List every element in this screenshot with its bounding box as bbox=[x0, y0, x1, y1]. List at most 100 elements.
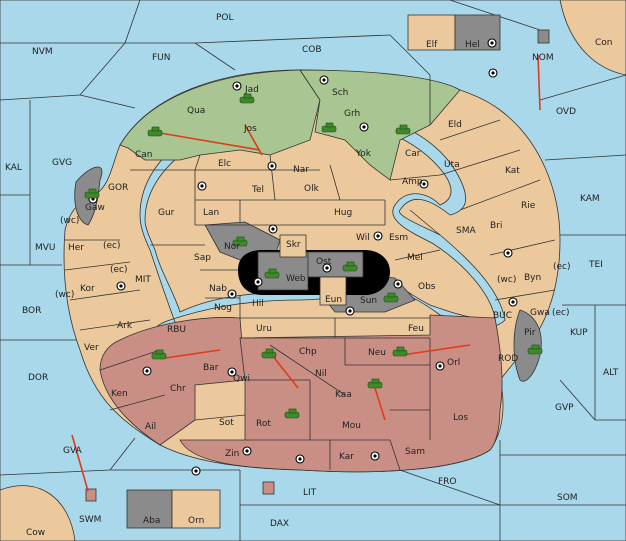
ocean-label-mit: MIT bbox=[135, 275, 151, 285]
territory-label-rot: Rot bbox=[256, 419, 271, 429]
supply-center[interactable] bbox=[488, 68, 498, 78]
supply-center[interactable] bbox=[435, 361, 445, 371]
territory-label-bri: Bri bbox=[490, 221, 502, 231]
territory-label-kaa: Kaa bbox=[335, 390, 352, 400]
ocean-label-sma: SMA bbox=[456, 226, 476, 236]
supply-center[interactable] bbox=[319, 75, 329, 85]
territory-label-chr: Chr bbox=[170, 384, 186, 394]
supply-center[interactable] bbox=[322, 263, 332, 273]
territory-label-ark: Ark bbox=[117, 321, 133, 331]
supply-center[interactable] bbox=[227, 289, 237, 299]
ocean-label-rbu: RBU bbox=[167, 325, 186, 335]
green-northwest[interactable] bbox=[119, 69, 321, 161]
supply-center[interactable] bbox=[116, 281, 126, 291]
supply-centers bbox=[88, 38, 518, 476]
army-unit-icon[interactable] bbox=[239, 93, 255, 104]
ocean-label-fro: FRO bbox=[438, 477, 457, 487]
territory-label-feu: Feu bbox=[408, 324, 424, 334]
army-unit-icon[interactable] bbox=[527, 344, 543, 355]
army-unit-icon[interactable] bbox=[392, 346, 408, 357]
supply-center[interactable] bbox=[142, 366, 152, 376]
supply-center[interactable] bbox=[197, 181, 207, 191]
supply-center[interactable] bbox=[503, 248, 513, 258]
territory-label-mou: Mou bbox=[342, 421, 361, 431]
ocean-label-kam: KAM bbox=[580, 194, 600, 204]
army-unit-icon[interactable] bbox=[264, 268, 280, 279]
ocean-label-nvm: NVM bbox=[32, 47, 53, 57]
army-unit-icon[interactable] bbox=[395, 124, 411, 135]
supply-center[interactable] bbox=[232, 81, 242, 91]
supply-center[interactable] bbox=[253, 277, 263, 287]
territory-skr[interactable] bbox=[279, 234, 307, 258]
ocean-label-alt: ALT bbox=[603, 368, 619, 378]
supply-center[interactable] bbox=[227, 367, 237, 377]
territory-label-zin: Zin bbox=[225, 449, 239, 459]
army-unit-icon[interactable] bbox=[232, 236, 248, 247]
army-unit-icon[interactable] bbox=[383, 292, 399, 303]
ocean-label-buc: BUC bbox=[493, 311, 512, 321]
territory-label-rie: Rie bbox=[521, 201, 536, 211]
territory-label-ost: Ost bbox=[316, 257, 332, 267]
army-unit-icon[interactable] bbox=[84, 188, 100, 199]
territory-label-hil: Hil bbox=[252, 299, 264, 309]
territory-label-sap: Sap bbox=[194, 253, 211, 263]
army-unit-icon[interactable] bbox=[151, 349, 167, 360]
supply-center[interactable] bbox=[295, 454, 305, 464]
supply-center[interactable] bbox=[508, 297, 518, 307]
ocean-label-ovd: OVD bbox=[556, 107, 576, 117]
green-northeast[interactable] bbox=[299, 69, 461, 181]
army-unit-icon[interactable] bbox=[284, 408, 300, 419]
territory-elf[interactable] bbox=[407, 14, 456, 51]
supply-center[interactable] bbox=[359, 122, 369, 132]
order-arrow bbox=[244, 124, 263, 156]
ocean-label-kup: KUP bbox=[570, 328, 588, 338]
supply-center[interactable] bbox=[487, 38, 497, 48]
territory-label-grh: Grh bbox=[344, 109, 360, 119]
ocean-label-cob: COB bbox=[302, 45, 322, 55]
supply-center[interactable] bbox=[373, 231, 383, 241]
ocean-label-bor: BOR bbox=[22, 306, 41, 316]
ocean-label-lit: LIT bbox=[303, 488, 317, 498]
supply-center[interactable] bbox=[268, 224, 278, 234]
territory-label-obs: Obs bbox=[418, 282, 436, 292]
supply-center[interactable] bbox=[191, 466, 201, 476]
territory-web[interactable] bbox=[257, 251, 309, 291]
supply-center[interactable] bbox=[370, 451, 380, 461]
army-unit-icon[interactable] bbox=[367, 378, 383, 389]
territory-eun[interactable] bbox=[319, 276, 347, 306]
territory-label-hug: Hug bbox=[334, 208, 352, 218]
territory-orn[interactable] bbox=[171, 489, 221, 529]
army-unit-icon[interactable] bbox=[147, 126, 163, 137]
red-southwest[interactable] bbox=[99, 317, 246, 446]
territory-label-uta: Uta bbox=[444, 160, 460, 170]
territory-label-orn: Orn bbox=[188, 516, 204, 526]
territory-label-los: Los bbox=[453, 413, 468, 423]
territory-label-tel: Tel bbox=[251, 185, 264, 195]
red-southeast[interactable] bbox=[179, 314, 503, 473]
territory-label-qua: Qua bbox=[187, 106, 205, 116]
territory-label-nil: Nil bbox=[315, 369, 327, 379]
army-unit-icon[interactable] bbox=[321, 122, 337, 133]
territory-label-elc: Elc bbox=[218, 159, 231, 169]
coast-tag-ec: (ec) bbox=[552, 308, 570, 318]
army-unit-icon[interactable] bbox=[261, 348, 277, 359]
supply-center[interactable] bbox=[419, 179, 429, 189]
territory-nom-island[interactable] bbox=[537, 29, 550, 44]
territory-aba[interactable] bbox=[126, 489, 173, 529]
army-unit-icon[interactable] bbox=[342, 261, 358, 272]
coast-tag-wc: (wc) bbox=[55, 290, 74, 300]
supply-center[interactable] bbox=[393, 279, 403, 289]
ocean-label-tei: TEI bbox=[588, 260, 603, 270]
territory-label-gwa: Gwa bbox=[530, 308, 550, 318]
territory-lit-island[interactable] bbox=[262, 481, 275, 495]
coast-tag-ec: (ec) bbox=[553, 262, 571, 272]
supply-center[interactable] bbox=[345, 306, 355, 316]
supply-center[interactable] bbox=[242, 446, 252, 456]
territory-swm-island[interactable] bbox=[85, 488, 97, 502]
ocean-label-dax: DAX bbox=[270, 519, 289, 529]
territory-label-kat: Kat bbox=[505, 166, 520, 176]
supply-center[interactable] bbox=[267, 161, 277, 171]
territory-pir[interactable] bbox=[513, 309, 542, 382]
